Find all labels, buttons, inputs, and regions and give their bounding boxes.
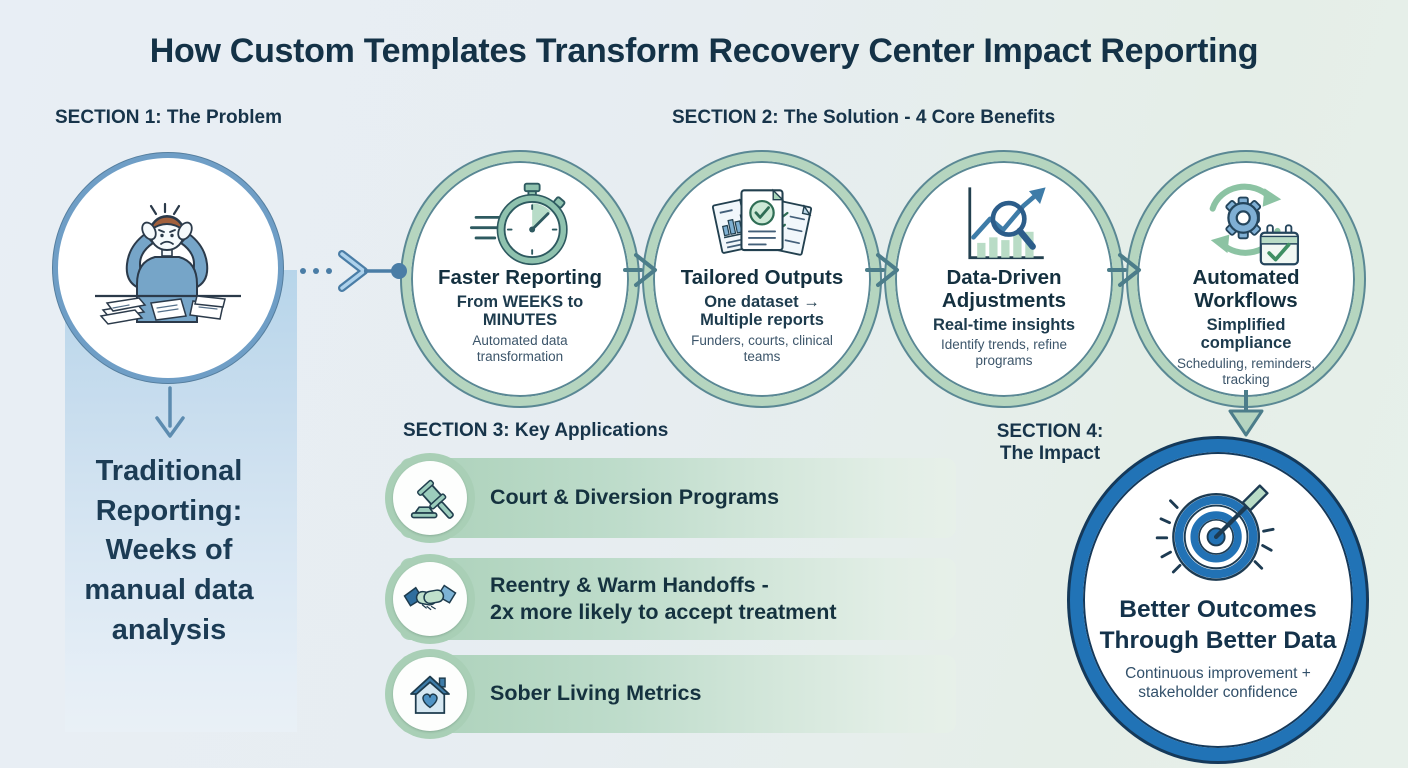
benefit-title: Data-Driven Adjustments	[941, 266, 1067, 312]
chart-magnifier-icon	[953, 179, 1055, 267]
benefit-title: Tailored Outputs	[680, 266, 844, 289]
section4-label-line2: The Impact	[999, 443, 1101, 465]
chevron-right-icon	[1107, 253, 1141, 287]
page-title: How Custom Templates Transform Recovery …	[149, 32, 1259, 70]
problem-circle	[53, 153, 283, 383]
chevron-right-icon	[865, 253, 899, 287]
benefit-detail: Funders, courts, clinical teams	[691, 332, 833, 364]
application-label-line2: 2x more likely to accept treatment	[490, 600, 837, 624]
benefit-subtitle: One dataset → Multiple reports	[700, 292, 824, 330]
benefit-detail: Scheduling, reminders, tracking	[1176, 355, 1316, 387]
application-label: Reentry & Warm Handoffs -	[490, 572, 769, 597]
section3-label: SECTION 3: Key Applications	[403, 420, 669, 441]
down-arrow-impact	[1228, 390, 1264, 437]
impact-circle: Better Outcomes Through Better Data Cont…	[1070, 439, 1366, 761]
benefit-circle-data-driven: Data-Driven Adjustments Real-time insigh…	[886, 152, 1122, 406]
stressed-person-icon	[95, 202, 241, 325]
application-row-sober-living: Sober Living Metrics	[400, 655, 956, 733]
impact-title-line2: Through Better Data	[1099, 627, 1337, 655]
dotted-arrow-connector	[300, 250, 407, 292]
problem-caption: Traditional Reporting: Weeks of manual d…	[84, 455, 254, 646]
application-icon-disc	[385, 554, 475, 644]
application-icon-disc	[385, 453, 475, 543]
section2-label: SECTION 2: The Solution - 4 Core Benefit…	[672, 107, 1056, 128]
handshake-icon	[403, 584, 457, 611]
benefit-circle-tailored-outputs: Tailored Outputs One dataset → Multiple …	[644, 152, 880, 406]
impact-title-line1: Better Outcomes	[1119, 596, 1317, 623]
house-heart-icon	[410, 675, 450, 714]
gavel-icon	[410, 479, 454, 519]
stopwatch-icon	[468, 179, 572, 267]
gear-workflow-icon	[1190, 179, 1302, 267]
benefit-subtitle: From WEEKS to MINUTES	[456, 292, 584, 330]
section4-label: SECTION 4: The Impact	[980, 421, 1120, 466]
chevron-right-icon	[623, 253, 657, 287]
impact-title: Better Outcomes Through Better Data	[1100, 594, 1337, 657]
section1-label: SECTION 1: The Problem	[55, 107, 282, 128]
benefit-title: Automated Workflows	[1192, 266, 1300, 312]
benefit-subtitle: Simplified compliance	[1200, 315, 1292, 353]
section4-label-line1: SECTION 4:	[996, 421, 1104, 442]
target-arrow-icon	[1155, 484, 1275, 581]
application-row-court: Court & Diversion Programs	[400, 458, 956, 538]
impact-detail: Continuous improvement + stakeholder con…	[1125, 664, 1311, 702]
application-label: Sober Living Metrics	[490, 681, 702, 706]
benefit-circle-automated-workflows: Automated Workflows Simplified complianc…	[1128, 152, 1364, 406]
application-row-reentry: Reentry & Warm Handoffs - 2x more likely…	[400, 558, 956, 640]
application-label: Court & Diversion Programs	[490, 485, 780, 510]
documents-icon	[706, 179, 818, 267]
benefit-detail: Identify trends, refine programs	[940, 337, 1068, 369]
application-icon-disc	[385, 649, 475, 739]
benefit-title: Faster Reporting	[437, 266, 603, 289]
benefit-detail: Automated data transformation	[472, 332, 568, 364]
benefit-subtitle: Real-time insights	[932, 315, 1076, 334]
down-arrow-problem	[155, 386, 185, 438]
benefit-circle-faster-reporting: Faster Reporting From WEEKS to MINUTES A…	[402, 152, 638, 406]
